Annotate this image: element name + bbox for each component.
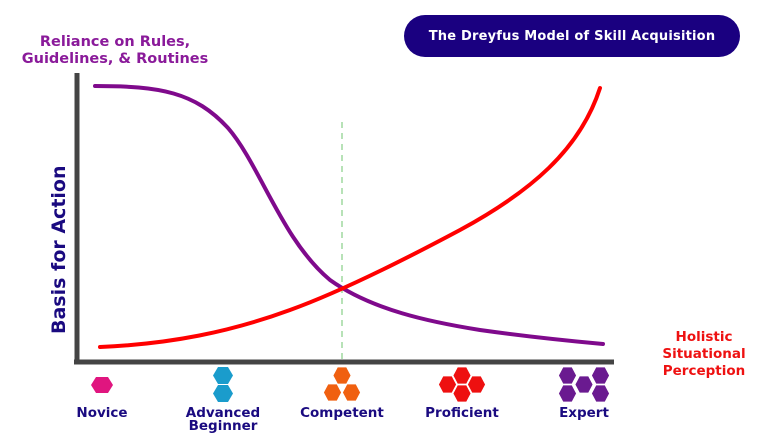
holistic-label-line1: Holistic xyxy=(675,329,733,345)
rules-curve-label: Reliance on Rules, Guidelines, & Routine… xyxy=(0,34,230,68)
hexagon-cluster-icon xyxy=(438,366,486,403)
holistic-curve-label: Holistic Situational Perception xyxy=(640,329,768,380)
title-banner: The Dreyfus Model of Skill Acquisition xyxy=(404,15,740,57)
hexagon-stack-icon xyxy=(213,367,233,402)
stage-label: Expert xyxy=(559,405,609,421)
stage-label: Competent xyxy=(300,405,384,421)
stage-label: Proficient xyxy=(425,405,499,421)
stage-advanced-beginner: Advanced Beginner xyxy=(163,366,283,433)
holistic-curve xyxy=(98,86,602,349)
rules-curve xyxy=(93,84,605,346)
stage-novice: Novice xyxy=(42,366,162,420)
holistic-label-line2: Situational xyxy=(662,346,746,362)
stage-competent: Competent xyxy=(282,366,402,420)
stage-proficient: Proficient xyxy=(402,366,522,420)
rules-label-line1: Reliance on Rules, xyxy=(39,34,191,50)
rules-label-line2: Guidelines, & Routines xyxy=(21,51,209,67)
hexagon-cluster-icon xyxy=(323,366,361,402)
holistic-label-line3: Perception xyxy=(662,363,746,379)
hexagon-icon xyxy=(91,377,113,393)
stage-label: Novice xyxy=(76,405,128,421)
stage-expert: Expert xyxy=(524,366,644,420)
hexagon-cluster-icon xyxy=(558,366,610,403)
stage-label: Advanced Beginner xyxy=(185,405,261,434)
